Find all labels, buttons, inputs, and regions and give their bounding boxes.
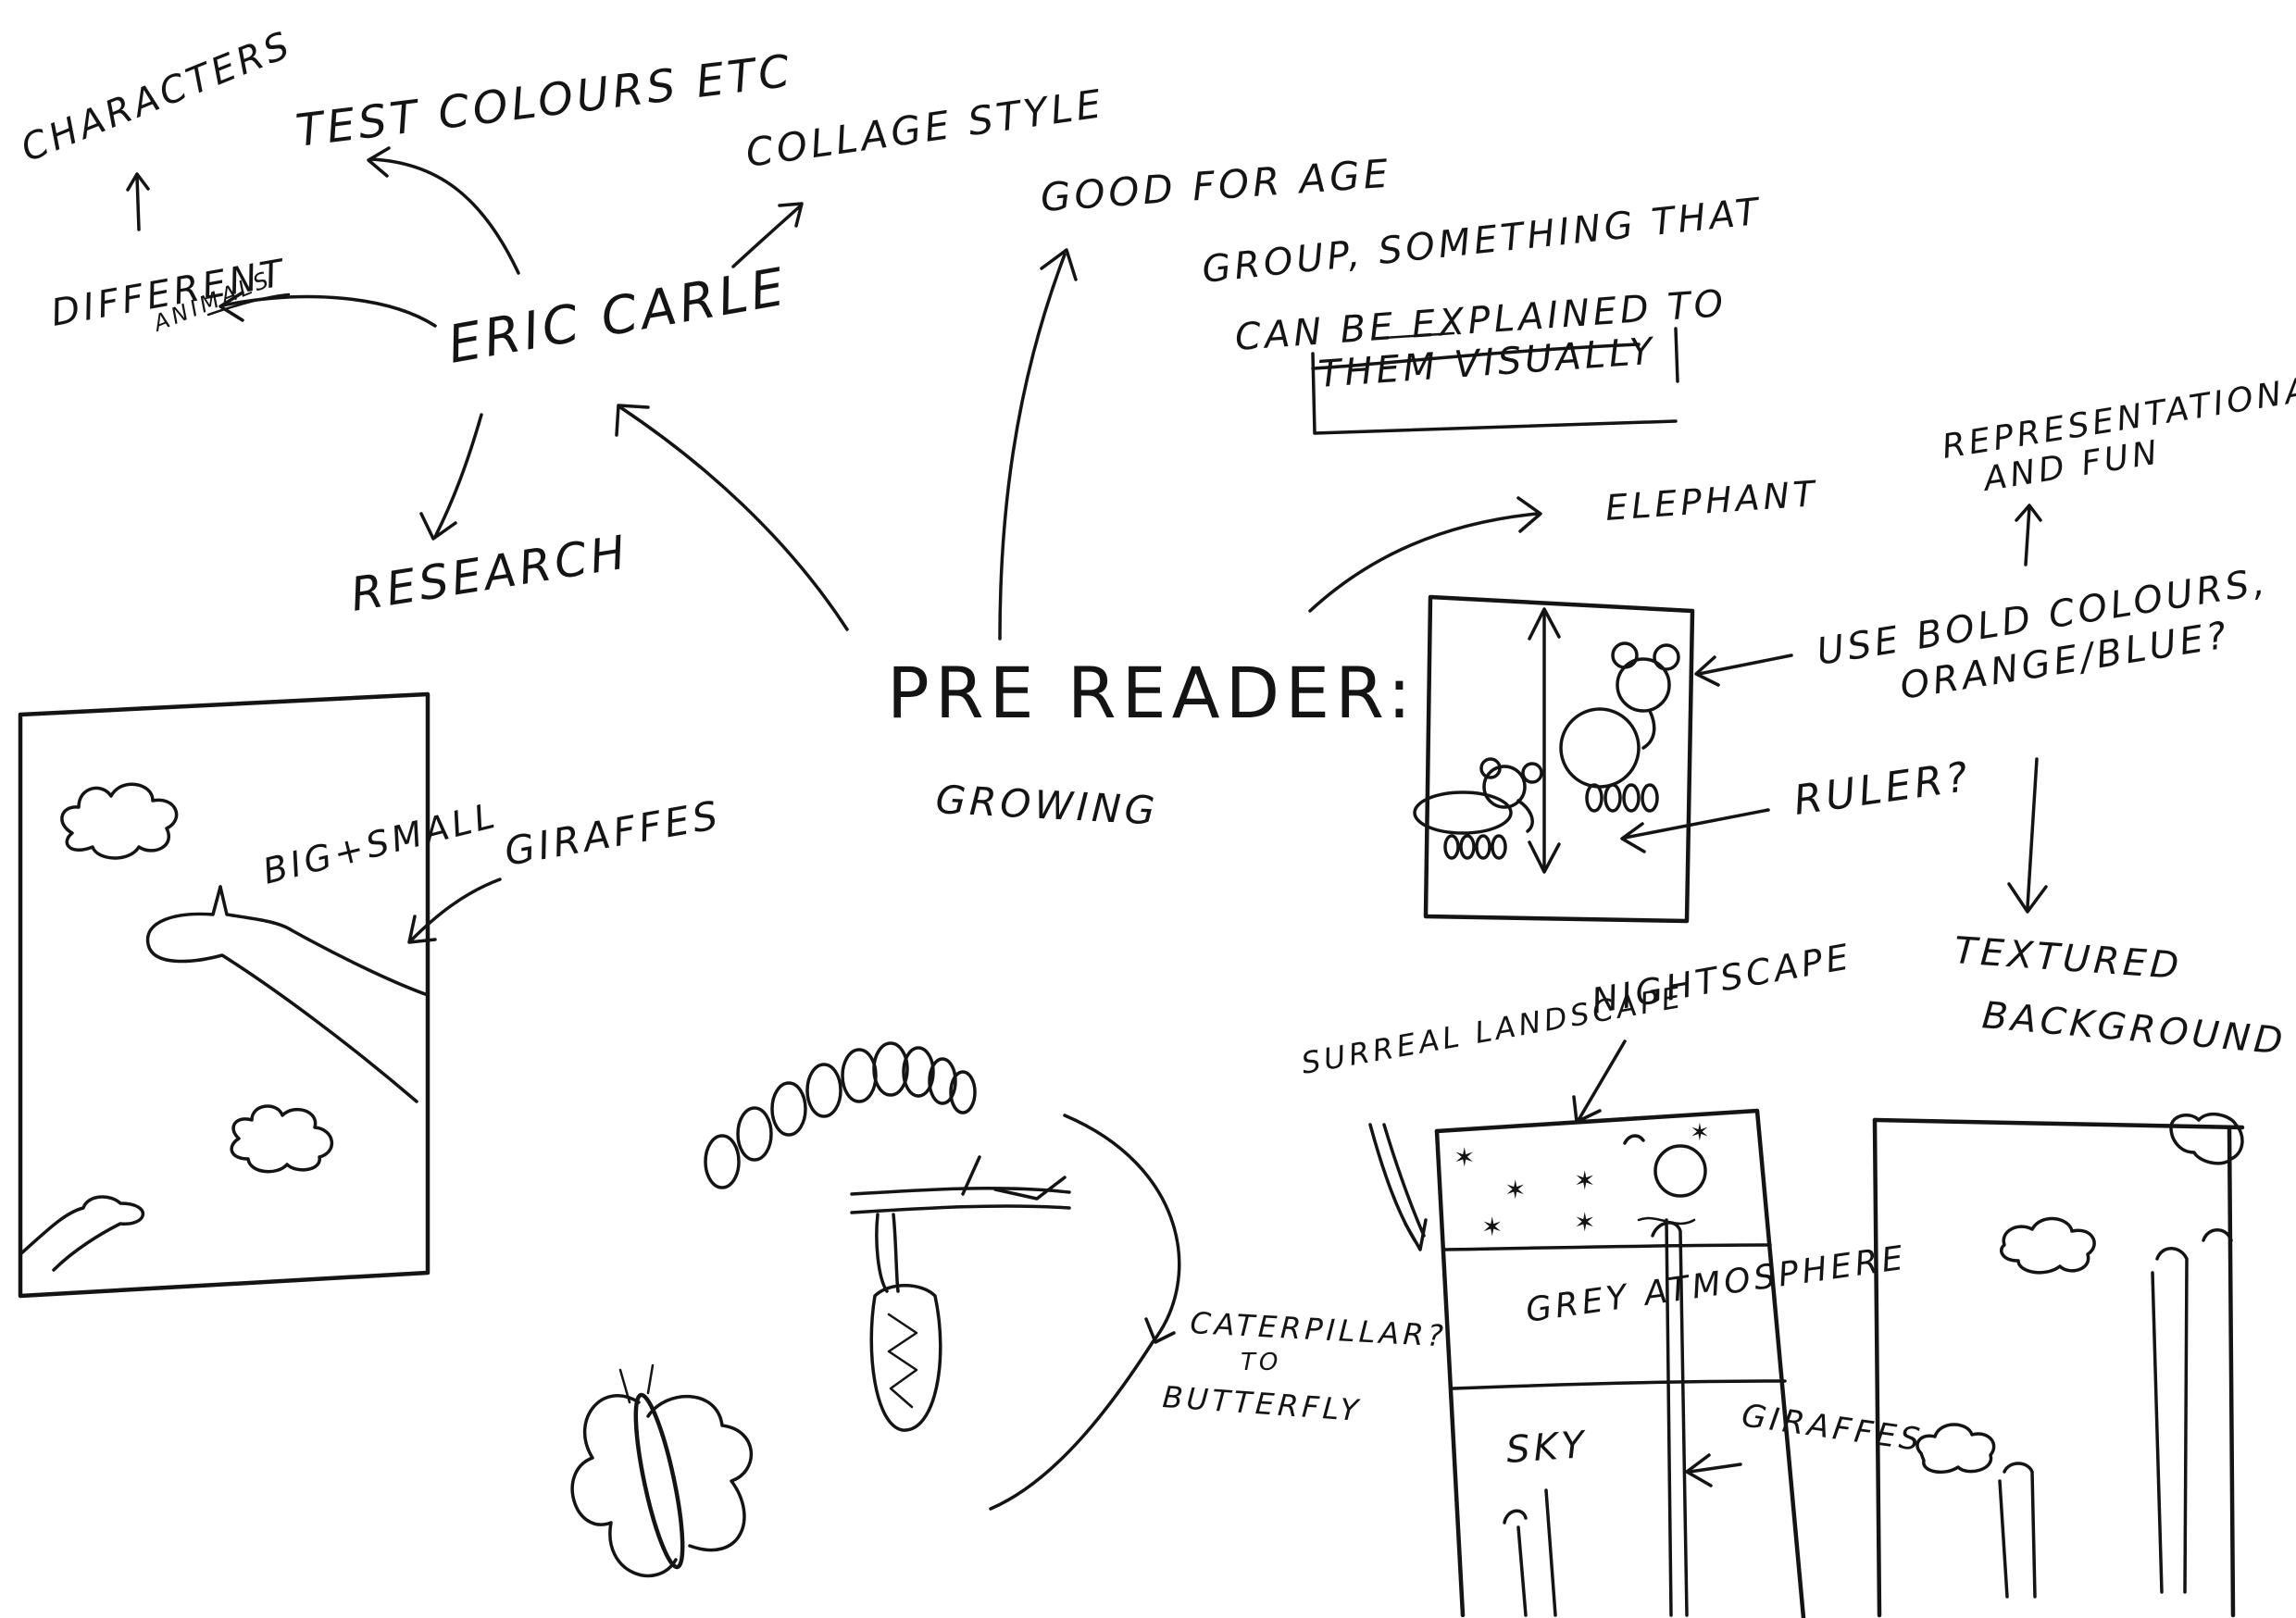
star-icon: ✶ [1574, 1165, 1601, 1196]
arrow-to-research [419, 413, 483, 541]
arrow-ruler [1620, 808, 1770, 853]
label-grey-atmosphere: GREY ATMOSPHERE [1524, 1239, 1909, 1330]
arrow-bold-colours-to-elephant [1694, 653, 1793, 687]
nightscape-panel: ✶ ✶ ✶ ✶ ✶ ✶ [1434, 1108, 1806, 1618]
giraffe-panel-left [18, 691, 430, 1299]
label-giraffes-right: GIRAFFES [1740, 1397, 1926, 1459]
star-icon: ✶ [1504, 1175, 1531, 1205]
them-visually-box [1311, 327, 1679, 435]
star-icon: ✶ [1454, 1142, 1480, 1173]
elephant-panel [1413, 594, 1695, 924]
label-textured: TEXTURED [1953, 929, 2183, 988]
arrow-nightscape [1572, 1039, 1627, 1124]
arrow-to-representational [2015, 504, 2042, 566]
arrow-to-test-colours [367, 146, 520, 275]
label-elephant: ELEPHANT [1604, 473, 1820, 529]
label-pre-reader: PRE READER: [887, 652, 1416, 734]
label-ruler: RULER? [1791, 753, 1974, 825]
arrow-to-good-for-age [998, 248, 1078, 641]
label-sky: SKY [1504, 1424, 1589, 1472]
label-surreal-landscape: SURREAL LANDSCAPE [1299, 979, 1687, 1081]
star-icon: ✶ [1481, 1212, 1508, 1242]
label-to: TO [1241, 1349, 1281, 1376]
label-background: BACKGROUND [1980, 994, 2288, 1064]
butterfly-drawing [570, 1363, 754, 1578]
arrow-to-elephant [1308, 496, 1542, 613]
label-characters: CHARACTERS [16, 23, 299, 170]
label-research: RESEARCH [347, 525, 632, 622]
caterpillar-drawing [704, 1041, 977, 1189]
label-collage-style: COLLAGE STYLE [743, 81, 1107, 176]
arrow-surreal-pencil [1368, 1123, 1428, 1251]
strikethrough-explained [1382, 331, 1455, 340]
star-icon: ✶ [1574, 1207, 1601, 1238]
textured-panel [1872, 1112, 2245, 1618]
moon-icon [1653, 1144, 1707, 1198]
arrow-to-eric-carle [615, 404, 849, 631]
label-growing: GROWING [934, 777, 1159, 834]
label-giraffes-left: GIRAFFES [501, 792, 724, 875]
star-icon: ✶ [1690, 1119, 1716, 1147]
label-caterpillar: CATERPILLAR? [1190, 1305, 1448, 1353]
arrow-to-textured [2007, 757, 2048, 914]
arrow-to-characters [126, 172, 150, 231]
label-test-colours: TEST COLOURS ETC [293, 44, 796, 156]
arrow-caterpillar-arc [989, 1114, 1181, 1511]
arrow-giraffes-left [407, 877, 502, 944]
label-big-small: BIG+SMALL [259, 794, 503, 892]
cocoon-drawing [850, 1155, 1071, 1432]
underline-animals [206, 292, 291, 317]
label-eric-carle: ERIC CARLE [443, 256, 792, 375]
arrow-to-collage-style [731, 202, 804, 268]
arrow-giraffes-right [1685, 1453, 1742, 1487]
label-butterfly: BUTTERFLY [1161, 1379, 1363, 1428]
label-good-for-age: GOOD FOR AGE [1039, 151, 1392, 220]
label-age-group: GROUP, SOMETHING THAT [1200, 191, 1764, 292]
